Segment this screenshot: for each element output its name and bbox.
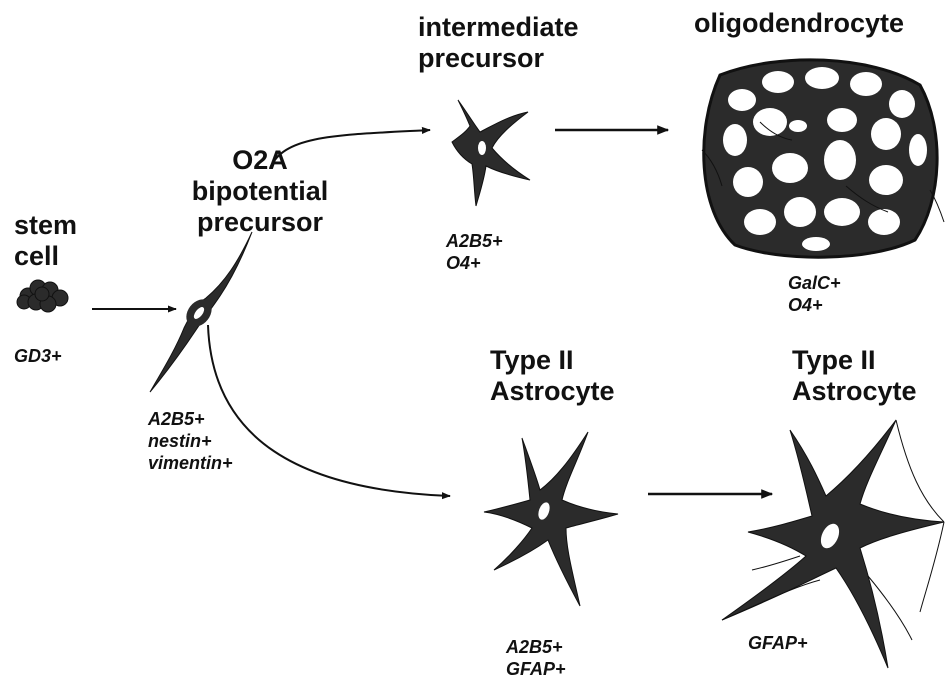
stem-cell-title-line: stem <box>14 210 77 241</box>
oligodendrocyte-cell <box>702 60 944 257</box>
marker-label: O4+ <box>788 294 841 316</box>
o2a-precursor-title: O2A bipotential precursor <box>160 145 360 238</box>
stem-cell-title-line: cell <box>14 241 77 272</box>
astrocyte-title-line: Astrocyte <box>792 376 917 407</box>
o2a-title-line: O2A <box>160 145 360 176</box>
oligodendrocyte-title-line: oligodendrocyte <box>694 8 904 39</box>
marker-label: A2B5+ <box>506 636 566 658</box>
oligodendrocyte-markers: GalC+ O4+ <box>788 272 841 316</box>
intermediate-precursor-title: intermediate precursor <box>418 12 579 74</box>
marker-label: O4+ <box>446 252 503 274</box>
o2a-precursor-markers: A2B5+ nestin+ vimentin+ <box>148 408 233 474</box>
marker-label: GD3+ <box>14 345 62 367</box>
marker-label: GFAP+ <box>748 632 808 654</box>
marker-label: GFAP+ <box>506 658 566 680</box>
astrocyte-title-line: Astrocyte <box>490 376 615 407</box>
intermediate-title-line: intermediate <box>418 12 579 43</box>
oligodendrocyte-title: oligodendrocyte <box>694 8 904 39</box>
arrow-o2a-to-astrocyte <box>208 325 450 496</box>
intermediate-precursor-markers: A2B5+ O4+ <box>446 230 503 274</box>
o2a-title-line: bipotential <box>160 176 360 207</box>
intermediate-precursor-cell <box>452 100 530 206</box>
type2-astrocyte-early-title: Type II Astrocyte <box>490 345 615 407</box>
type2-astrocyte-early-markers: A2B5+ GFAP+ <box>506 636 566 680</box>
marker-label: A2B5+ <box>148 408 233 430</box>
o2a-title-line: precursor <box>160 207 360 238</box>
astrocyte-title-line: Type II <box>490 345 615 376</box>
stem-cell-markers: GD3+ <box>14 345 62 367</box>
type2-astrocyte-mature-cell <box>722 420 944 668</box>
astrocyte-title-line: Type II <box>792 345 917 376</box>
marker-label: A2B5+ <box>446 230 503 252</box>
marker-label: nestin+ <box>148 430 233 452</box>
type2-astrocyte-mature-title: Type II Astrocyte <box>792 345 917 407</box>
marker-label: GalC+ <box>788 272 841 294</box>
o2a-precursor-cell <box>150 232 252 392</box>
intermediate-title-line: precursor <box>418 43 579 74</box>
stem-cell-title: stem cell <box>14 210 77 272</box>
marker-label: vimentin+ <box>148 452 233 474</box>
type2-astrocyte-early-cell <box>484 432 618 606</box>
type2-astrocyte-mature-markers: GFAP+ <box>748 632 808 654</box>
stem-cell-cluster <box>17 280 68 312</box>
